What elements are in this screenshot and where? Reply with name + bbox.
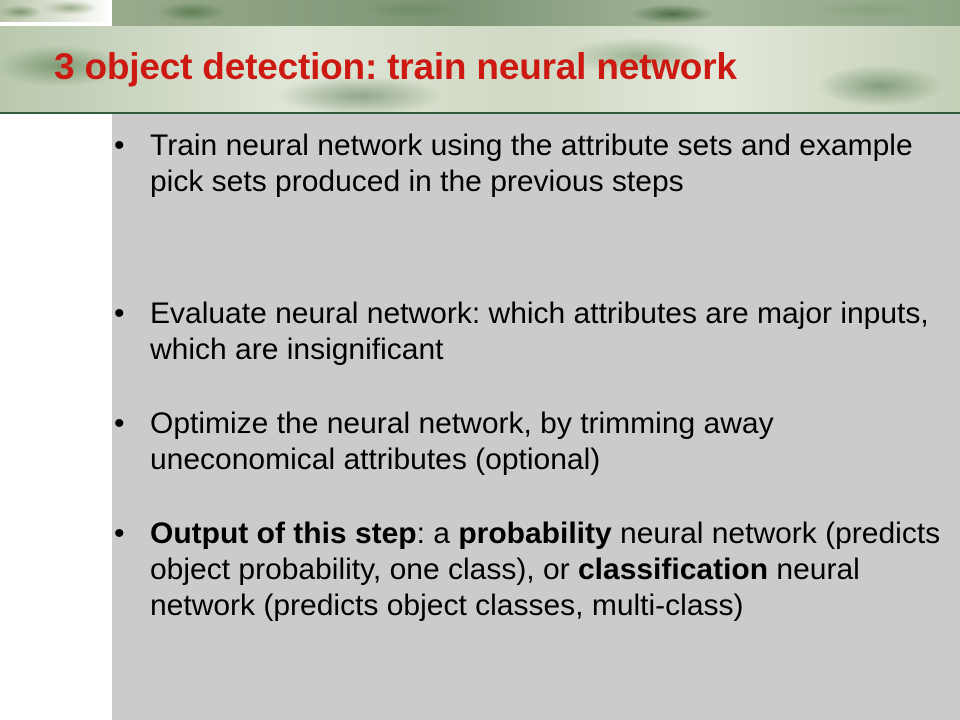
text-run: neural network (predicts object probabil… [150,517,941,586]
bullet-icon: • [114,517,125,550]
bold-phrase: Output of this step [150,517,417,550]
corner-photo-strip [0,0,112,22]
bold-phrase: classification [577,553,769,586]
text-run: neural network (predicts object classes,… [150,553,860,622]
bullet-icon: • [114,129,125,162]
text-run: : a [416,517,459,550]
bullet-text: Evaluate neural network: which attribute… [150,297,929,366]
left-white-strip [0,0,112,720]
title-band [0,26,960,114]
bullet-text: Optimize the neural network, by trimming… [150,407,774,476]
bullet-text: Output of this step: a probability neura… [150,516,942,624]
bold-phrase: probability [458,517,612,550]
bullet-icon: • [114,407,125,440]
bullet-list: • Train neural network using the attribu… [112,114,960,720]
top-photo-band [112,0,960,26]
bullet-text: Train neural network using the attribute… [150,129,913,198]
bullet-icon: • [114,297,125,330]
slide-title: 3 object detection: train neural network [54,46,737,87]
